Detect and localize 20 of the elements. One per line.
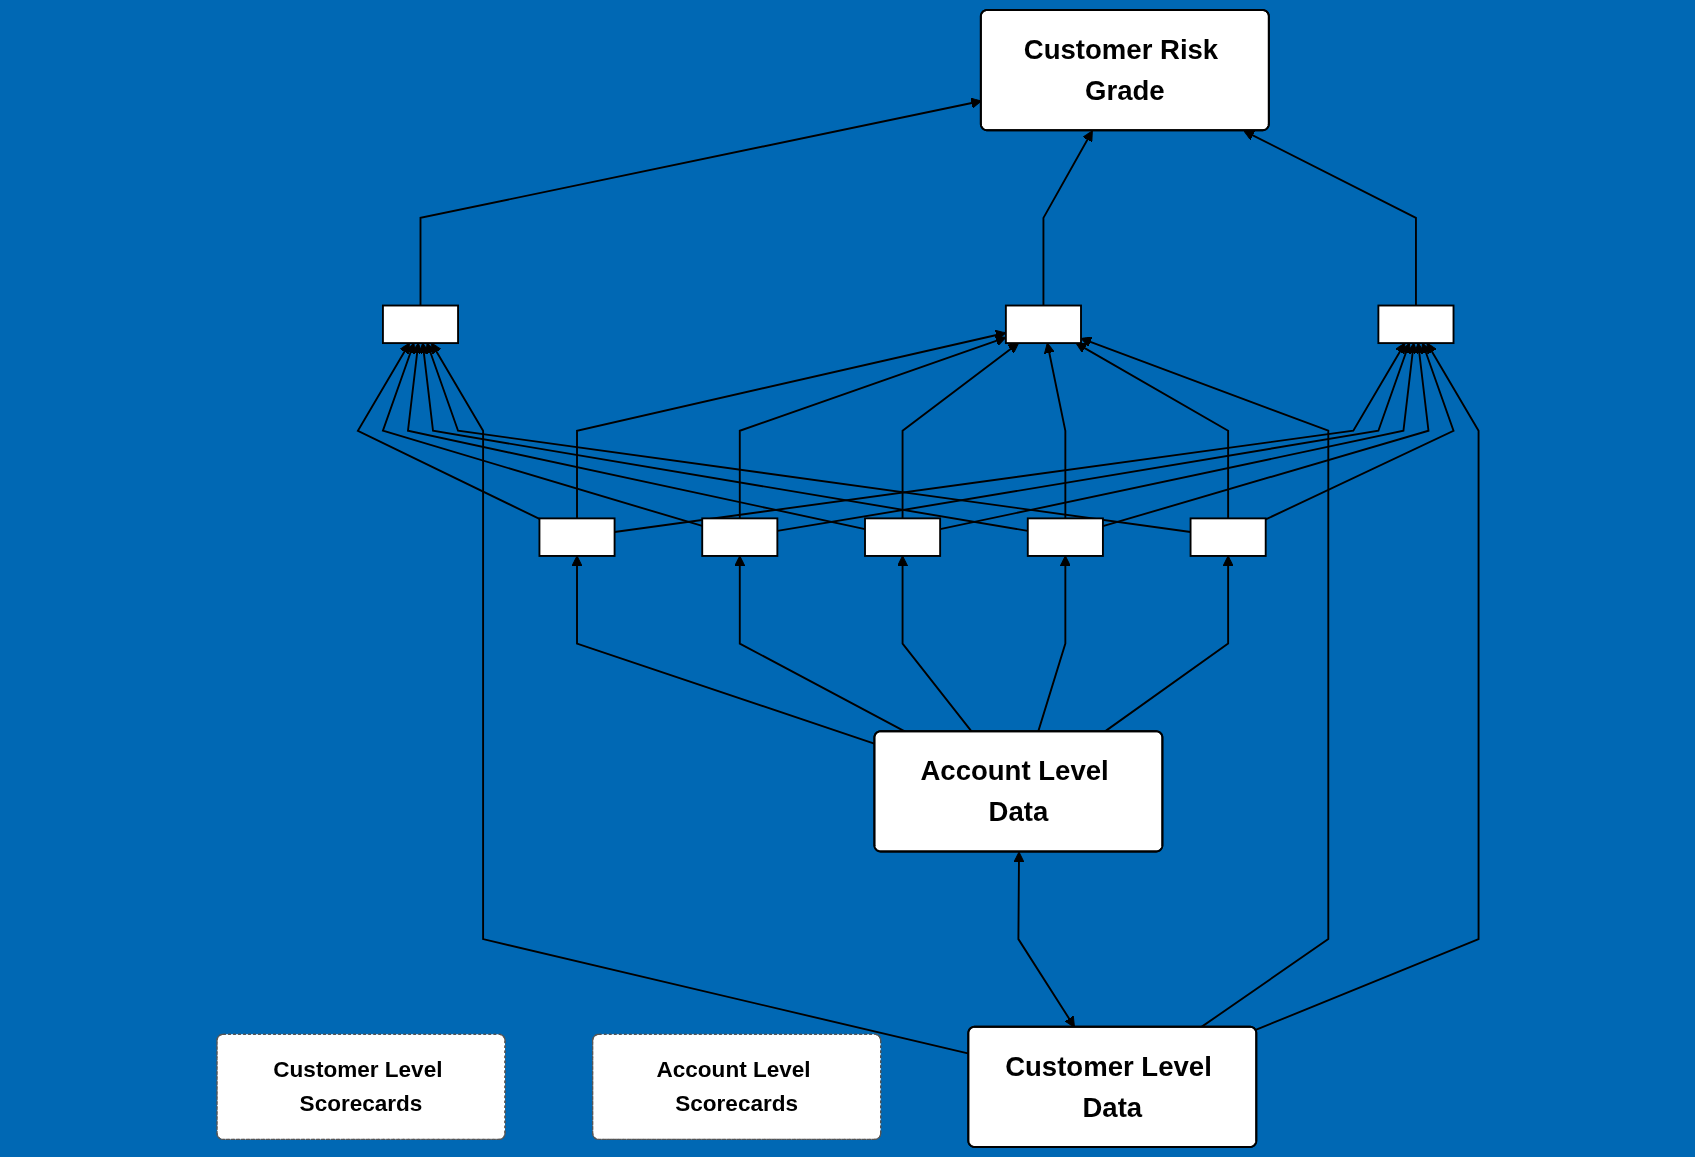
arrow [1013,851,1075,1028]
node-box [863,517,941,557]
arrow [1243,130,1417,307]
node-box [1026,517,1104,557]
arrow [1103,555,1234,733]
arrow [896,555,973,733]
arrow [1264,342,1455,521]
arrow [1075,342,1229,520]
arrow [901,342,1019,520]
arrow [1043,342,1066,520]
node-box [1377,304,1455,345]
node-box [701,517,778,557]
arrow [1036,555,1071,733]
node-box [1004,304,1082,345]
node-box [538,517,616,557]
arrow [356,342,541,520]
node-box [381,304,459,345]
arrow [1042,130,1093,307]
node-box [1189,517,1267,557]
arrow [1254,342,1480,1031]
